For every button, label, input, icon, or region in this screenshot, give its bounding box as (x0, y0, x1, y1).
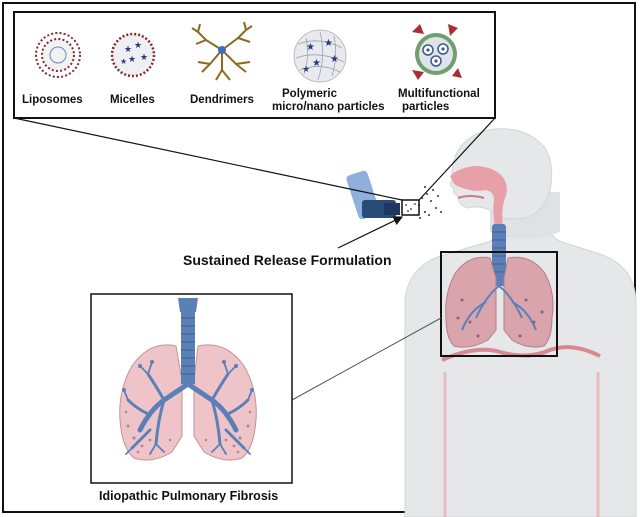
svg-text:★: ★ (128, 54, 136, 64)
figure-frame (2, 2, 636, 513)
formulation-label: Sustained Release Formulation (183, 252, 392, 268)
lung-highlight-box (440, 251, 558, 357)
svg-text:★: ★ (324, 38, 333, 49)
trachea (492, 224, 506, 286)
micelle-icon: ★★ ★★ ★ (110, 32, 156, 78)
zoom-box (401, 199, 420, 216)
svg-text:★: ★ (134, 40, 142, 50)
svg-text:★: ★ (312, 58, 321, 69)
svg-text:★: ★ (302, 64, 310, 74)
aerosol-particles (418, 186, 442, 219)
carrier-label-micelles: Micelles (110, 94, 155, 106)
carrier-label-multifunctional-line1: Multifunctional (398, 88, 480, 100)
carrier-label-polymeric-line1: Polymeric (282, 88, 338, 100)
carrier-label-dendrimers: Dendrimers (190, 94, 254, 106)
dendrimer-icon (191, 21, 253, 81)
disease-label: Idiopathic Pulmonary Fibrosis (99, 489, 278, 503)
carrier-label-multifunctional-line2: particles (402, 101, 449, 113)
connector-line-left (13, 117, 403, 201)
body-lungs (445, 256, 554, 348)
svg-text:★: ★ (124, 44, 132, 54)
svg-text:★: ★ (140, 52, 148, 62)
multifunctional-particle-icon (412, 24, 462, 80)
svg-text:★: ★ (330, 54, 339, 65)
svg-text:★: ★ (120, 57, 127, 66)
carrier-label-polymeric-line2: micro/nano particles (272, 101, 384, 113)
polymeric-particle-icon: ★★ ★★ ★ (293, 29, 347, 83)
inhaler-icon (346, 170, 400, 220)
svg-text:★: ★ (306, 42, 315, 53)
formulation-arrow (337, 216, 404, 249)
connector-line-lung (291, 317, 442, 401)
carrier-label-liposomes: Liposomes (22, 94, 83, 106)
liposome-icon (35, 32, 81, 78)
connector-line-right (418, 117, 496, 201)
ipf-lungs-illustration (119, 298, 257, 461)
